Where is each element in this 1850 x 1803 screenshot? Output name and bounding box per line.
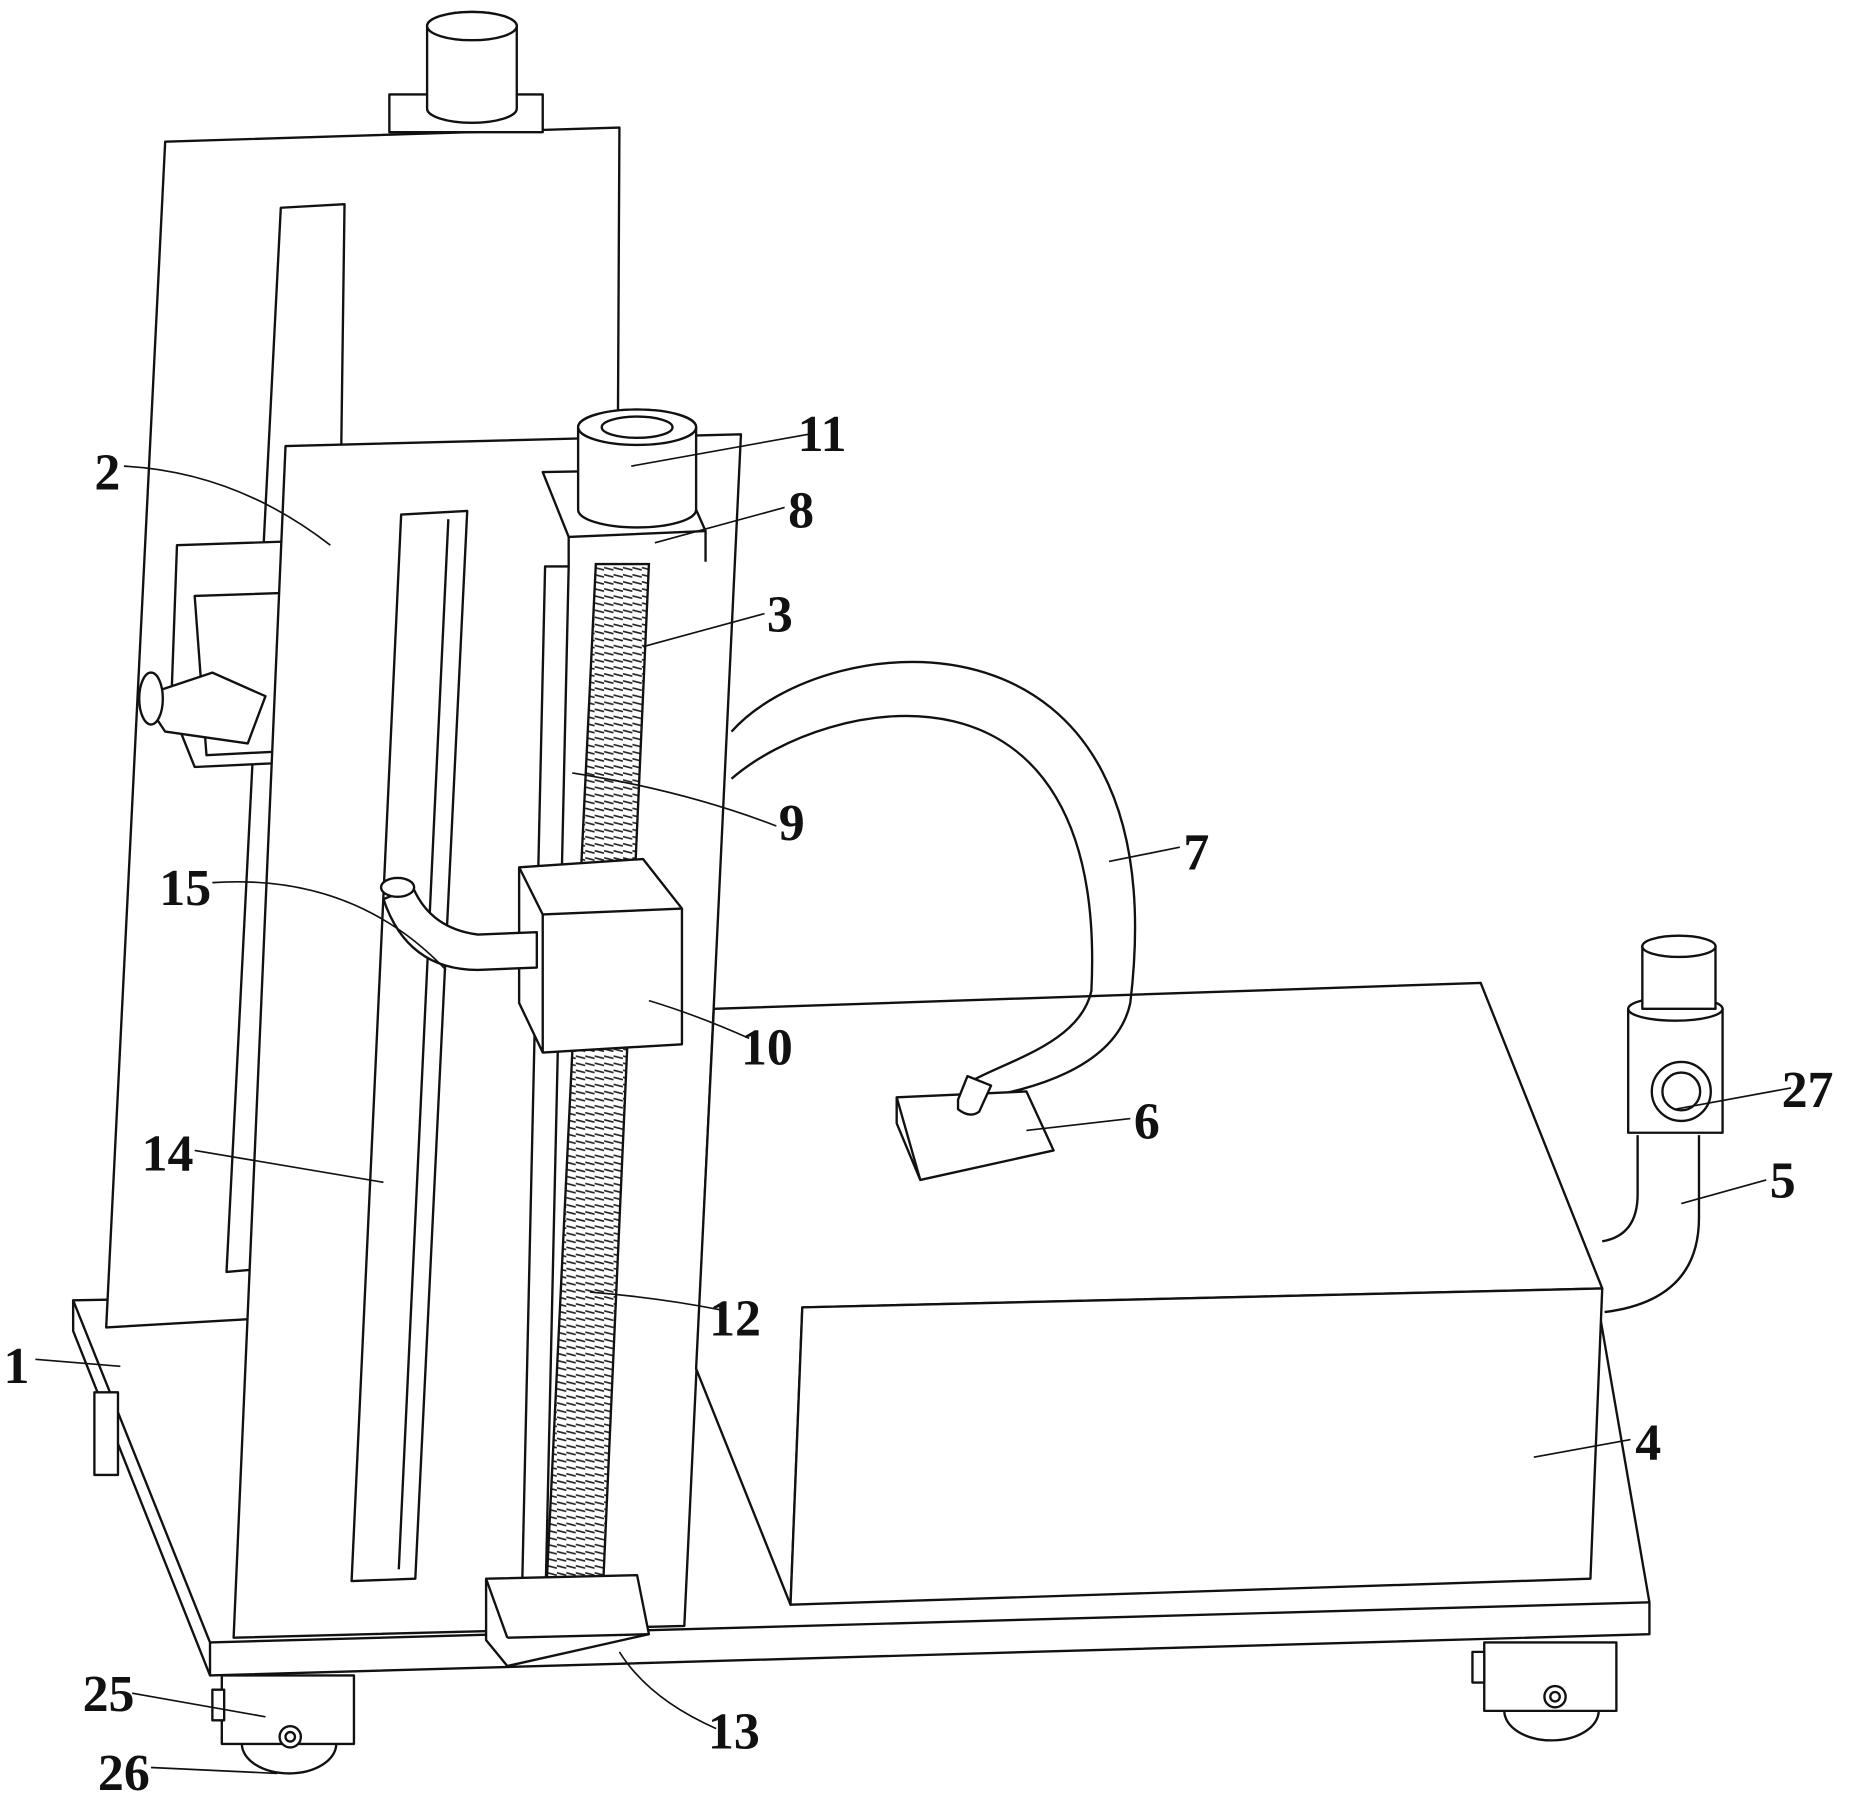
wheel-right bbox=[1472, 1642, 1616, 1740]
label-27: 27 bbox=[1782, 1062, 1834, 1119]
water-tank bbox=[696, 983, 1602, 1605]
label-6: 6 bbox=[1134, 1094, 1160, 1151]
label-4: 4 bbox=[1635, 1415, 1661, 1472]
label-11: 11 bbox=[798, 406, 847, 463]
label-8: 8 bbox=[788, 482, 814, 539]
outlet-pipe bbox=[1602, 936, 1722, 1312]
label-13: 13 bbox=[708, 1704, 760, 1761]
wheel-left bbox=[212, 1675, 354, 1773]
label-25: 25 bbox=[83, 1666, 135, 1723]
label-14: 14 bbox=[142, 1126, 194, 1183]
label-3: 3 bbox=[767, 586, 793, 643]
label-7: 7 bbox=[1183, 825, 1209, 882]
label-12: 12 bbox=[709, 1291, 761, 1348]
motor bbox=[578, 410, 696, 528]
label-15: 15 bbox=[159, 860, 211, 917]
label-5: 5 bbox=[1770, 1153, 1796, 1210]
label-2: 2 bbox=[94, 445, 120, 502]
wheel-rear bbox=[94, 1392, 118, 1475]
label-10: 10 bbox=[741, 1019, 793, 1076]
label-9: 9 bbox=[779, 795, 805, 852]
label-1: 1 bbox=[4, 1338, 30, 1395]
label-26: 26 bbox=[98, 1745, 150, 1802]
